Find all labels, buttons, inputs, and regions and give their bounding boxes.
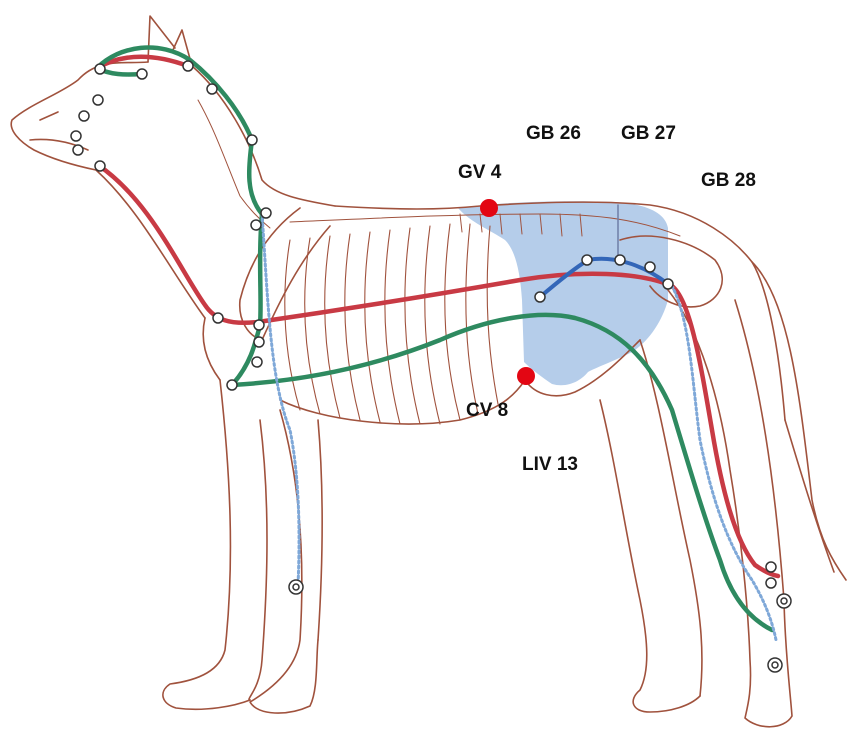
acupoint-node <box>663 279 673 289</box>
acupoint-node <box>207 84 217 94</box>
acupoint-node <box>71 131 81 141</box>
acupoint-node <box>261 208 271 218</box>
acupoint-node <box>645 262 655 272</box>
label-cv8: CV 8 <box>466 400 508 421</box>
acupoint-node <box>79 111 89 121</box>
acupoint-node <box>251 220 261 230</box>
acupoint-node <box>73 145 83 155</box>
acupoint-nodes <box>71 61 791 672</box>
label-gb27: GB 27 <box>621 123 676 144</box>
label-gb26: GB 26 <box>526 123 581 144</box>
label-liv13: LIV 13 <box>522 454 578 475</box>
acupoint-node <box>183 61 193 71</box>
dog-outline <box>11 16 846 727</box>
acupoint-node <box>213 313 223 323</box>
acupoint-node <box>772 662 778 668</box>
acupoint-node <box>582 255 592 265</box>
acupoint-node <box>254 337 264 347</box>
label-gv4: GV 4 <box>458 162 502 183</box>
acupoint-node <box>227 380 237 390</box>
acupoint-node <box>535 292 545 302</box>
acupoint-node <box>293 584 299 590</box>
acupoint-node <box>254 320 264 330</box>
label-gb28: GB 28 <box>701 170 756 191</box>
acupoint-node <box>615 255 625 265</box>
acupoint-node <box>95 161 105 171</box>
gv4-marker <box>480 199 498 217</box>
cv8-marker <box>517 367 535 385</box>
acupoint-node <box>766 578 776 588</box>
acupoint-node <box>93 95 103 105</box>
acupoint-node <box>766 562 776 572</box>
acupoint-node <box>137 69 147 79</box>
acupoint-node <box>781 598 787 604</box>
acupoint-node <box>95 64 105 74</box>
acupoint-node <box>247 135 257 145</box>
acupoint-node <box>252 357 262 367</box>
